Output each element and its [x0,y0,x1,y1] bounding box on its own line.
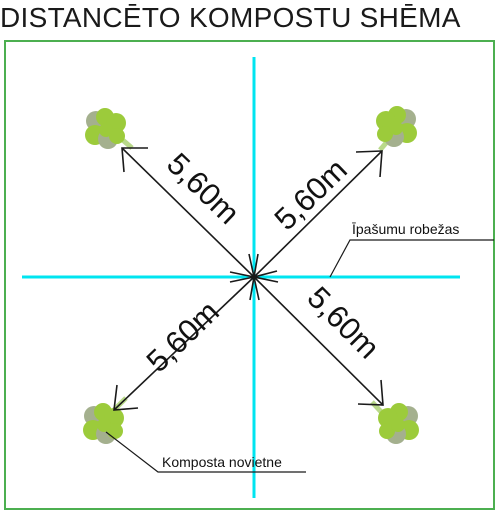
arrow-bottom-right [253,276,384,406]
arrow-top-left [121,147,255,278]
clover-icon [378,403,419,444]
arrow-top-right [253,150,383,278]
compost-clover-top-right [376,106,417,152]
distance-label-bottom-right: 5,60m [301,280,387,366]
distance-label-top-left: 5,60m [160,146,246,231]
label-property-boundary: Īpašumu robežas [352,221,459,237]
compost-clover-top-left [85,108,134,150]
arrow-bottom-left [113,276,255,411]
compost-clover-bottom-right [370,400,419,444]
distance-label-bottom-left: 5,60m [140,294,226,379]
diagram-title: DISTANCĒTO KOMPOSTU SHĒMA [0,2,461,33]
clover-icon [376,106,417,147]
label-compost-placement: Komposta novietne [162,454,282,470]
clover-icon [85,108,126,149]
leader-property-boundary [329,239,494,278]
diagram-frame [4,40,495,510]
distance-label-top-right: 5,60m [268,152,354,237]
leader-compost-placement [105,431,306,473]
dimension-arrows [113,147,384,411]
